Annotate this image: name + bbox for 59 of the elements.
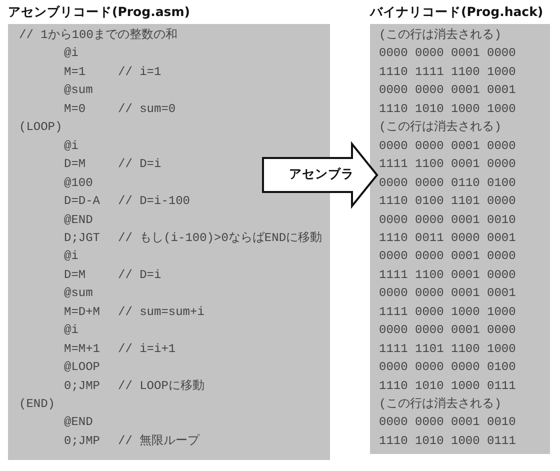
panel-heading: バイナリコード(Prog.hack): [370, 4, 544, 21]
binary-line: 0000 0000 0001 0000: [379, 138, 516, 153]
binary-line: 0000 0000 0001 0000: [379, 249, 516, 264]
code-comment: // i=1: [118, 64, 162, 79]
code-line: 0;JMP: [64, 378, 100, 393]
binary-line: 1111 1100 0001 0000: [379, 157, 516, 172]
binary-line: 0000 0000 0001 0010: [379, 212, 516, 226]
code-line: @i: [64, 138, 78, 153]
code-line: (END): [19, 397, 56, 411]
binary-line: 1110 1010 1000 1000: [379, 102, 516, 116]
code-comment: // 無限ループ: [118, 434, 200, 448]
code-line: M=1: [64, 64, 86, 79]
binary-line: 1111 1101 1100 1000: [379, 342, 516, 356]
code-line: @i: [64, 46, 78, 60]
binary-line: 1111 1100 0001 0000: [379, 268, 516, 282]
binary-line: 1110 1111 1100 1000: [379, 64, 516, 79]
code-line: @sum: [64, 83, 93, 98]
code-comment: // i=i+1: [118, 342, 176, 356]
code-line: D;JGT: [64, 230, 100, 245]
code-line: D=M: [64, 157, 86, 172]
code-line: M=0: [64, 102, 86, 116]
code-line: @i: [64, 249, 78, 264]
code-comment: // D=i: [118, 157, 162, 172]
binary-line: 0000 0000 0000 0100: [379, 360, 516, 374]
code-line: (LOOP): [19, 120, 62, 134]
code-line: M=D+M: [64, 304, 100, 319]
panel-heading: アセンブリコード(Prog.asm): [8, 4, 190, 21]
binary-line: 0000 0000 0110 0100: [379, 176, 516, 190]
code-comment: // sum=0: [118, 102, 176, 116]
binary-line: 1110 1010 1000 0111: [379, 434, 516, 448]
binary-line: (この行は消去される): [379, 28, 502, 42]
binary-line: 0000 0000 0001 0010: [379, 415, 516, 430]
binary-line: 0000 0000 0001 0000: [379, 46, 516, 60]
binary-line: (この行は消去される): [379, 120, 502, 134]
code-comment: // sum=sum+i: [118, 304, 204, 319]
code-line: 0;JMP: [64, 434, 100, 448]
code-comment: // D=i-100: [118, 194, 190, 208]
binary-line: 1111 0000 1000 1000: [379, 304, 516, 319]
binary-line: 1110 1010 1000 0111: [379, 378, 516, 393]
code-line: @i: [64, 323, 78, 338]
binary-line: 0000 0000 0001 0001: [379, 83, 516, 98]
code-line: // 1から100までの整数の和: [19, 28, 178, 42]
binary-line: 1110 0011 0000 0001: [379, 230, 516, 245]
binary-line: 1110 0100 1101 0000: [379, 194, 516, 208]
binary-line: 0000 0000 0001 0000: [379, 323, 516, 338]
edge-label: アセンブラ: [289, 166, 354, 183]
code-comment: // LOOPに移動: [118, 378, 204, 393]
code-line: @END: [64, 212, 93, 226]
code-line: M=M+1: [64, 342, 100, 356]
code-line: @LOOP: [64, 360, 100, 374]
code-line: @sum: [64, 286, 93, 300]
code-line: D=M: [64, 268, 86, 282]
binary-line: (この行は消去される): [379, 397, 502, 411]
code-line: @END: [64, 415, 93, 430]
code-comment: // もし(i-100)>0ならばENDに移動: [118, 230, 322, 245]
code-comment: // D=i: [118, 268, 162, 282]
code-line: @100: [64, 176, 93, 190]
code-line: D=D-A: [64, 194, 100, 208]
binary-line: 0000 0000 0001 0001: [379, 286, 516, 300]
